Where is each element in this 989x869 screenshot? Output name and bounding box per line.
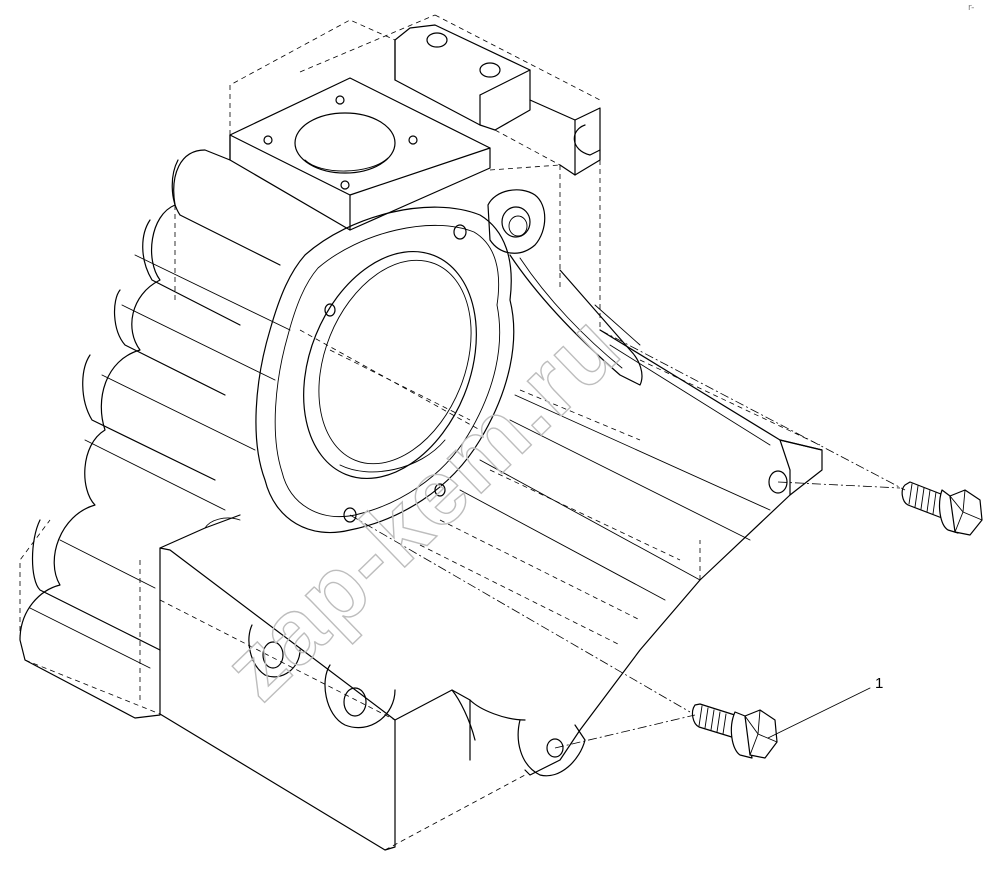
callout-label: 1 — [875, 675, 883, 692]
watermark-text: zap-kem.ru — [205, 295, 640, 720]
hidden-lines — [19, 14, 821, 851]
assembly-center-lines — [349, 329, 906, 749]
flange-bolt-upper — [901, 481, 983, 536]
flywheel-housing — [19, 24, 823, 851]
callout-1: 1 — [767, 675, 883, 739]
flange-bolt-lower — [691, 703, 778, 759]
corner-mark: r- — [968, 3, 974, 13]
callout-leader-line — [767, 687, 871, 739]
